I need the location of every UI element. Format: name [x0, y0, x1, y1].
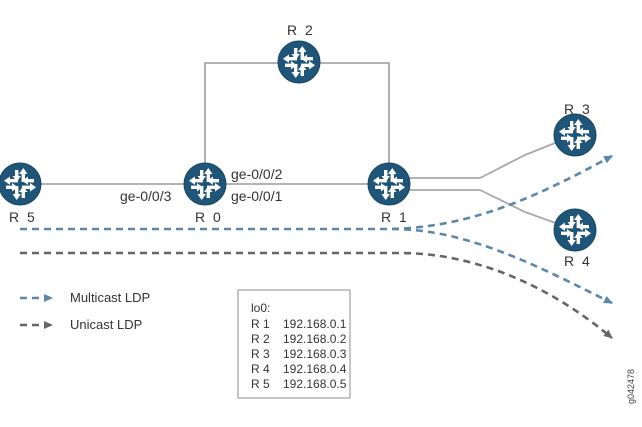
router-label-r1: R 1: [381, 209, 409, 225]
loopback-title: lo0:: [251, 301, 270, 315]
links: [20, 62, 576, 231]
loopback-box: [237, 289, 351, 399]
loopback-ip-3: 192.168.0.3: [283, 347, 347, 361]
router-label-r2: R 2: [287, 22, 315, 38]
router-label-r4: R 4: [564, 253, 592, 269]
loopback-ip-2: 192.168.0.2: [283, 332, 347, 346]
router-icon-r3: [553, 113, 597, 157]
iface-label-r0-r5: ge-0/0/3: [120, 188, 172, 204]
router-icon-r4: [553, 208, 597, 252]
legend-multicast-label: Multicast LDP: [70, 290, 150, 305]
figure-id: g042478: [626, 369, 636, 404]
ldp-paths: [20, 154, 613, 339]
loopback-ip-4: 192.168.0.4: [283, 362, 347, 376]
loopback-router-1: R 1: [251, 317, 270, 331]
loopback-table: lo0: R 1 192.168.0.1 R 2 192.168.0.2 R 3…: [237, 289, 351, 399]
link-r1-r4: [405, 189, 576, 231]
loopback-router-5: R 5: [251, 377, 270, 391]
legend: Multicast LDP Unicast LDP: [20, 290, 150, 332]
loopback-router-2: R 2: [251, 332, 270, 346]
routers: [0, 40, 597, 252]
iface-label-r0-r1-upper: ge-0/0/2: [231, 166, 283, 182]
loopback-router-4: R 4: [251, 362, 270, 376]
link-r1-r3: [405, 134, 576, 179]
router-labels: R 5 R 0 R 2 R 1 R 3 R 4: [9, 22, 592, 269]
router-icon-r5: [0, 162, 42, 206]
router-label-r3: R 3: [564, 101, 592, 117]
router-label-r0: R 0: [195, 209, 223, 225]
multicast-path-r4: [391, 227, 613, 305]
iface-label-r0-r1-lower: ge-0/0/1: [231, 188, 283, 204]
loopback-ip-5: 192.168.0.5: [283, 377, 347, 391]
unicast-path: [20, 251, 613, 339]
router-label-r5: R 5: [9, 209, 37, 225]
interface-labels: ge-0/0/3 ge-0/0/2 ge-0/0/1: [120, 166, 283, 204]
router-icon-r1: [367, 162, 411, 206]
loopback-router-3: R 3: [251, 347, 270, 361]
router-icon-r0: [183, 162, 227, 206]
multicast-path-r3: [20, 154, 613, 231]
legend-unicast-label: Unicast LDP: [70, 317, 142, 332]
loopback-ip-1: 192.168.0.1: [283, 317, 347, 331]
router-icon-r2: [277, 40, 321, 84]
